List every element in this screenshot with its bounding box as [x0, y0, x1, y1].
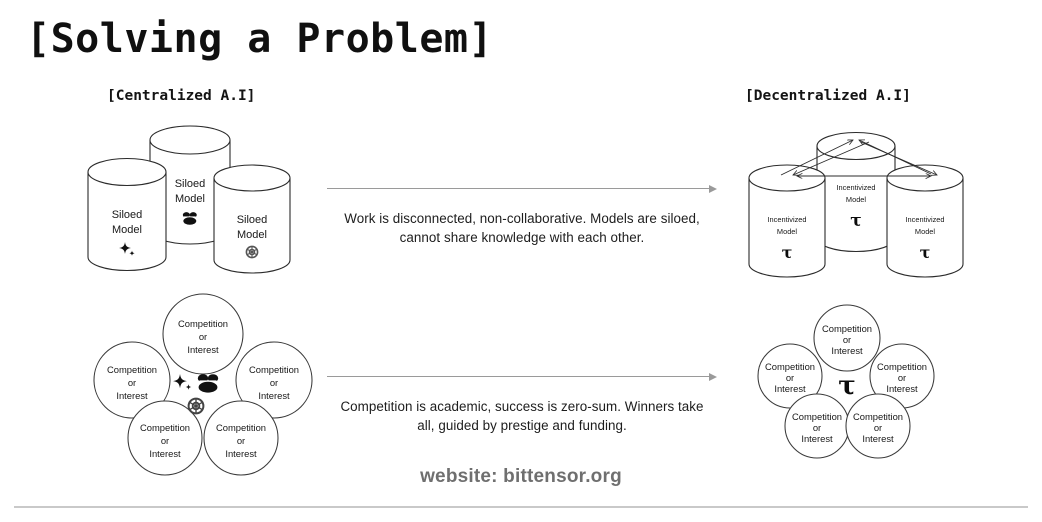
- circle-lower-left: Competition or Interest: [784, 393, 850, 459]
- column-header-centralized: [Centralized A.I]: [107, 88, 256, 104]
- circle-upper-left-label-1: Competition: [765, 361, 815, 372]
- circle-top-label-2: or: [843, 334, 851, 345]
- circle-top-label-1: Competition: [822, 323, 872, 334]
- circle-lower-right-label-2: or: [874, 422, 882, 433]
- circle-lower-left-label-1: Competition: [792, 411, 842, 422]
- cylinder-left-label-1: Incentivized: [767, 215, 806, 224]
- circle-upper-left: Competition or Interest: [93, 341, 171, 419]
- circle-lower-right-label-3: Interest: [862, 433, 894, 444]
- circle-lower-right-label-1: Competition: [216, 422, 266, 433]
- tao-symbol-center: τ: [838, 371, 856, 401]
- circle-lower-left-label-2: or: [161, 435, 169, 446]
- cylinder-right: [886, 164, 964, 278]
- circle-top: Competition or Interest: [813, 304, 881, 372]
- circle-lower-right-label-3: Interest: [225, 448, 257, 459]
- cylinder-right: [213, 164, 291, 274]
- tao-symbol-center: τ: [850, 211, 861, 231]
- circle-top-label-3: Interest: [831, 345, 863, 356]
- cylinder-center-label-1: Siloed: [175, 178, 206, 190]
- gemini-sparkle-icon: [173, 374, 192, 390]
- circle-upper-left-label-3: Interest: [116, 390, 148, 401]
- cylinder-right-label-2: Model: [915, 227, 935, 236]
- circle-top-label-2: or: [199, 331, 207, 342]
- cylinder-right-label-2: Model: [237, 229, 267, 241]
- meta-logo-icon: [197, 374, 219, 393]
- cylinder-center-label-2: Model: [846, 195, 866, 204]
- cylinder-left-label-2: Model: [112, 224, 142, 236]
- decentralized-incentivized-models-diagram: Incentivized Model τ Incentivized Model …: [735, 118, 980, 295]
- decentralized-competition-cluster: Competition or Interest Competition or I…: [752, 300, 942, 475]
- circle-upper-right-label-2: or: [270, 377, 278, 388]
- circle-lower-left-label-1: Competition: [140, 422, 190, 433]
- cylinder-center-label-1: Incentivized: [836, 183, 875, 192]
- cylinder-right-label-1: Incentivized: [905, 215, 944, 224]
- circle-lower-left-label-3: Interest: [801, 433, 833, 444]
- footer-divider: [14, 506, 1028, 508]
- circle-lower-right-label-2: or: [237, 435, 245, 446]
- circle-upper-left-label-1: Competition: [107, 364, 157, 375]
- circle-lower-right: Competition or Interest: [845, 393, 911, 459]
- circle-upper-right: Competition or Interest: [235, 341, 313, 419]
- cylinder-center: [816, 131, 896, 253]
- row-1-explanation: Work is disconnected, non-collaborative.…: [322, 183, 722, 247]
- circle-lower-right: Competition or Interest: [203, 400, 279, 476]
- circle-upper-left-label-2: or: [786, 372, 794, 383]
- circle-top-label-1: Competition: [178, 318, 228, 329]
- circle-upper-left-label-2: or: [128, 377, 136, 388]
- circle-lower-left-label-3: Interest: [149, 448, 181, 459]
- right-arrow-icon: [327, 371, 717, 383]
- circle-upper-left-label-3: Interest: [774, 383, 806, 394]
- tao-symbol-right: τ: [920, 243, 931, 262]
- openai-logo-icon: [245, 245, 259, 259]
- circle-upper-right: Competition or Interest: [869, 343, 935, 409]
- circle-lower-left: Competition or Interest: [127, 400, 203, 476]
- cylinder-center-label-2: Model: [175, 193, 205, 205]
- cylinder-center: [149, 125, 231, 245]
- model-connection-arrows: [780, 140, 937, 176]
- cylinder-left-label-1: Siloed: [112, 209, 143, 221]
- row-2-caption-line-2: all, guided by prestige and funding.: [417, 418, 627, 434]
- circle-top-label-3: Interest: [187, 344, 219, 355]
- meta-logo-icon: [182, 212, 197, 225]
- circle-upper-right-label-1: Competition: [249, 364, 299, 375]
- row-1-caption-line-1: Work is disconnected, non-collaborative.…: [344, 211, 700, 226]
- row-2-explanation: Competition is academic, success is zero…: [322, 371, 722, 435]
- centralized-competition-cluster: Competition or Interest Competition or I…: [88, 292, 318, 482]
- page-title: [Solving a Problem]: [26, 16, 494, 62]
- openai-logo-icon: [187, 397, 205, 415]
- centralized-siloed-models-diagram: Siloed Model Siloed Model Siloed Model: [70, 120, 310, 290]
- circle-upper-right-label-2: or: [898, 372, 906, 383]
- cylinder-left: [87, 157, 167, 272]
- circle-top: Competition or Interest: [162, 293, 244, 375]
- row-1-caption-line-2: cannot share knowledge with each other.: [399, 230, 645, 246]
- circle-lower-left-label-2: or: [813, 422, 821, 433]
- cylinder-right-label-1: Siloed: [237, 214, 268, 226]
- tao-symbol-left: τ: [782, 243, 793, 262]
- cylinder-left: [748, 164, 826, 278]
- circle-upper-right-label-1: Competition: [877, 361, 927, 372]
- gemini-sparkle-icon: [119, 242, 135, 256]
- row-2-caption-line-1: Competition is academic, success is zero…: [340, 399, 704, 414]
- circle-upper-right-label-3: Interest: [258, 390, 290, 401]
- right-arrow-icon: [327, 183, 717, 195]
- footer-website: website: bittensor.org: [420, 466, 622, 487]
- cylinder-left-label-2: Model: [777, 227, 797, 236]
- column-header-decentralized: [Decentralized A.I]: [745, 88, 911, 104]
- circle-upper-right-label-3: Interest: [886, 383, 918, 394]
- circle-upper-left: Competition or Interest: [757, 343, 823, 409]
- circle-lower-right-label-1: Competition: [853, 411, 903, 422]
